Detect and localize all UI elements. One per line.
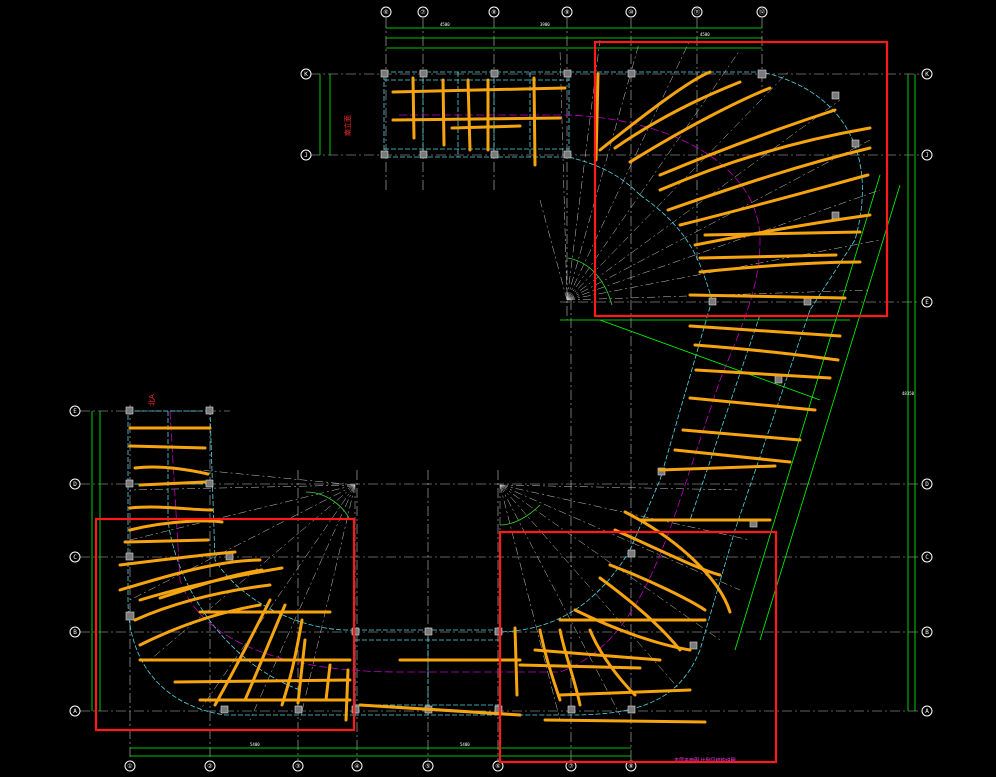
svg-text:⑥: ⑥ — [495, 763, 500, 770]
highlight-box-lower-right — [498, 530, 778, 764]
svg-text:③: ③ — [295, 763, 300, 770]
svg-text:D: D — [925, 481, 929, 488]
axis-bubble-left-D: D — [69, 478, 81, 490]
highlight-box-lower-left — [94, 517, 356, 732]
right-axis-bubbles: K J E D C B A — [921, 68, 933, 717]
svg-text:J: J — [925, 152, 929, 159]
axis-bubble-top-7: ⑫ — [756, 6, 768, 18]
svg-text:48350: 48350 — [902, 391, 915, 396]
structure-beams — [127, 71, 863, 716]
axis-bubble-left-A: A — [69, 705, 81, 717]
axis-bubble-right-C: C — [921, 551, 933, 563]
axis-bubble-right-A: A — [921, 705, 933, 717]
axis-bubble-top-6: ⑪ — [691, 6, 703, 18]
svg-text:①: ① — [127, 763, 132, 770]
axis-bubble-upper-left-J: J — [300, 149, 312, 161]
svg-text:⑧: ⑧ — [491, 9, 496, 16]
svg-text:5400: 5400 — [460, 742, 470, 747]
axis-bubble-bottom-6: ⑥ — [492, 760, 504, 772]
svg-text:A: A — [925, 708, 929, 715]
svg-text:K: K — [304, 71, 308, 78]
red-label-left: 北A — [148, 394, 156, 406]
axis-bubble-right-J: J — [921, 149, 933, 161]
axis-bubble-top-3: ⑧ — [488, 6, 500, 18]
svg-text:J: J — [304, 152, 308, 159]
svg-text:⑧: ⑧ — [628, 763, 633, 770]
axis-bubble-top-1: ⑥ — [380, 6, 392, 18]
svg-text:⑨: ⑨ — [564, 9, 569, 16]
axis-bubble-top-5: ⑩ — [625, 6, 637, 18]
svg-text:C: C — [73, 554, 77, 561]
axis-bubble-bottom-1: ① — [124, 760, 136, 772]
axis-bubble-right-B: B — [921, 626, 933, 638]
axis-bubble-bottom-5: ⑤ — [422, 760, 434, 772]
columns — [125, 69, 860, 714]
svg-text:E: E — [73, 408, 77, 415]
axis-bubble-top-2: ⑦ — [417, 6, 429, 18]
highlight-box-upper-right — [593, 40, 889, 318]
svg-text:⑤: ⑤ — [425, 763, 430, 770]
axis-bubble-left-B: B — [69, 626, 81, 638]
svg-text:D: D — [73, 481, 77, 488]
svg-text:⑥: ⑥ — [383, 9, 388, 16]
axis-bubble-bottom-4: ④ — [351, 760, 363, 772]
svg-text:4500: 4500 — [440, 22, 450, 27]
svg-text:K: K — [925, 71, 929, 78]
top-axis-bubbles: ⑥ ⑦ ⑧ ⑨ ⑩ ⑪ ⑫ — [380, 6, 768, 18]
svg-text:3900: 3900 — [540, 22, 550, 27]
left-axis-bubbles: K J E D C B A — [69, 68, 312, 717]
axis-bubble-bottom-2: ② — [204, 760, 216, 772]
svg-text:⑫: ⑫ — [759, 8, 765, 16]
axis-bubble-bottom-3: ③ — [292, 760, 304, 772]
svg-text:⑦: ⑦ — [420, 9, 425, 16]
orange-markup-strokes — [118, 70, 872, 724]
svg-text:E: E — [925, 299, 929, 306]
svg-text:⑪: ⑪ — [694, 8, 700, 16]
red-label-upper: 南立面 — [343, 115, 352, 136]
footer-note: 本层平面图 比例见结构说明 — [674, 757, 736, 764]
svg-text:5400: 5400 — [250, 742, 260, 747]
svg-text:⑩: ⑩ — [628, 9, 633, 16]
axis-bubble-right-E: E — [921, 296, 933, 308]
svg-text:B: B — [73, 629, 77, 636]
axis-bubble-right-D: D — [921, 478, 933, 490]
red-labels: 南立面 北A 本层平面图 比例见结构说明 — [148, 115, 736, 764]
axis-bubble-top-4: ⑨ — [561, 6, 573, 18]
svg-text:C: C — [925, 554, 929, 561]
svg-text:②: ② — [207, 763, 212, 770]
axis-bubble-left-E: E — [69, 405, 81, 417]
svg-text:4500: 4500 — [700, 32, 710, 37]
axis-bubble-left-C: C — [69, 551, 81, 563]
centerline-arcs — [169, 114, 761, 673]
svg-text:A: A — [73, 708, 77, 715]
highlight-boxes — [94, 40, 889, 764]
svg-text:⑦: ⑦ — [568, 763, 573, 770]
dimension-lines: 4500 3900 4500 5400 5400 48350 — [91, 22, 916, 757]
svg-text:④: ④ — [354, 763, 359, 770]
bottom-axis-bubbles: ① ② ③ ④ ⑤ ⑥ ⑦ ⑧ — [124, 760, 637, 772]
axis-bubble-upper-left-K: K — [300, 68, 312, 80]
svg-text:B: B — [925, 629, 929, 636]
axis-bubble-right-K: K — [921, 68, 933, 80]
